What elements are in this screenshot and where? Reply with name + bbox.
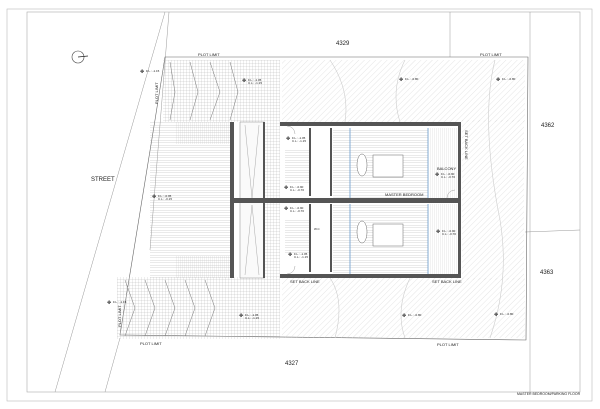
drawing-title: MASTER BEDROOM/PARKING FLOOR (517, 392, 581, 396)
room-label-master-bedroom: MASTER BEDROOM (385, 192, 424, 197)
plot-limit-label: PLOT LIMIT (140, 341, 162, 346)
set-back-line-label: SET BACK LINE (432, 279, 462, 284)
level-marker: F.L.: -0.80 (494, 312, 514, 319)
plot-limit-label: PLOT LIMIT (117, 305, 122, 327)
balcony-top (428, 128, 458, 198)
level-marker: F.L.: -1.15 (107, 300, 127, 307)
garden-east (462, 120, 524, 280)
plot-limit-label: PLOT LIMIT (198, 52, 220, 57)
street-label: STREET (91, 177, 115, 183)
level-marker: F.L.: -0.80 (402, 313, 422, 320)
plot-limit-label: PLOT LIMIT (437, 342, 459, 347)
level-marker: F.L.: -0.80 (496, 77, 516, 84)
level-marker: F.L.: -1.15 (140, 69, 160, 76)
room-label-balcony: BALCONY (437, 166, 457, 171)
lot-number-bottom: 4327 (285, 361, 299, 367)
level-marker: F.L.: -0.90 C.L.: -0.70 (435, 172, 455, 180)
level-marker: F.L.: -1.05 C.L.: -1.15 (239, 313, 259, 321)
drawing-frame (26, 11, 581, 393)
level-marker: F.L.: -1.05 C.L.: -1.15 (288, 252, 308, 260)
level-marker: F.L.: -1.05 C.L.: -1.15 (242, 78, 262, 86)
level-marker: F.L.: -0.90 C.L.: -0.70 (284, 185, 304, 193)
level-marker: F.L.: -0.90 C.L.: -0.70 (284, 206, 304, 214)
garden-top (282, 60, 525, 122)
level-marker: F.L.: -0.95 C.L.: -0.15 (152, 194, 172, 202)
lot-number-right-bottom: 4363 (540, 270, 554, 276)
stairs-left (175, 122, 230, 278)
lot-number-right-top: 4362 (541, 123, 555, 129)
level-marker: F.L.: -0.80 (399, 77, 419, 84)
north-arrow-icon (71, 50, 89, 64)
plot-limit-label: PLOT LIMIT (480, 52, 502, 57)
plot-limit-label: PLOT LIMIT (154, 82, 159, 104)
sheet-border (6, 8, 593, 402)
set-back-line-label: SET BACK LINE (464, 130, 469, 160)
parking-bottom (117, 277, 280, 339)
level-marker: F.L.: -1.05 C.L.: -1.15 (286, 136, 306, 144)
set-back-line-label: SET BACK LINE (290, 279, 320, 284)
level-marker: F.L.: -0.90 C.L.: -0.70 (436, 229, 456, 237)
lot-number-top: 4329 (336, 41, 350, 47)
parking-top (163, 60, 280, 122)
balcony-bottom (428, 204, 458, 274)
garden-bottom (282, 278, 525, 338)
room-label-wc: W.C (314, 227, 320, 231)
